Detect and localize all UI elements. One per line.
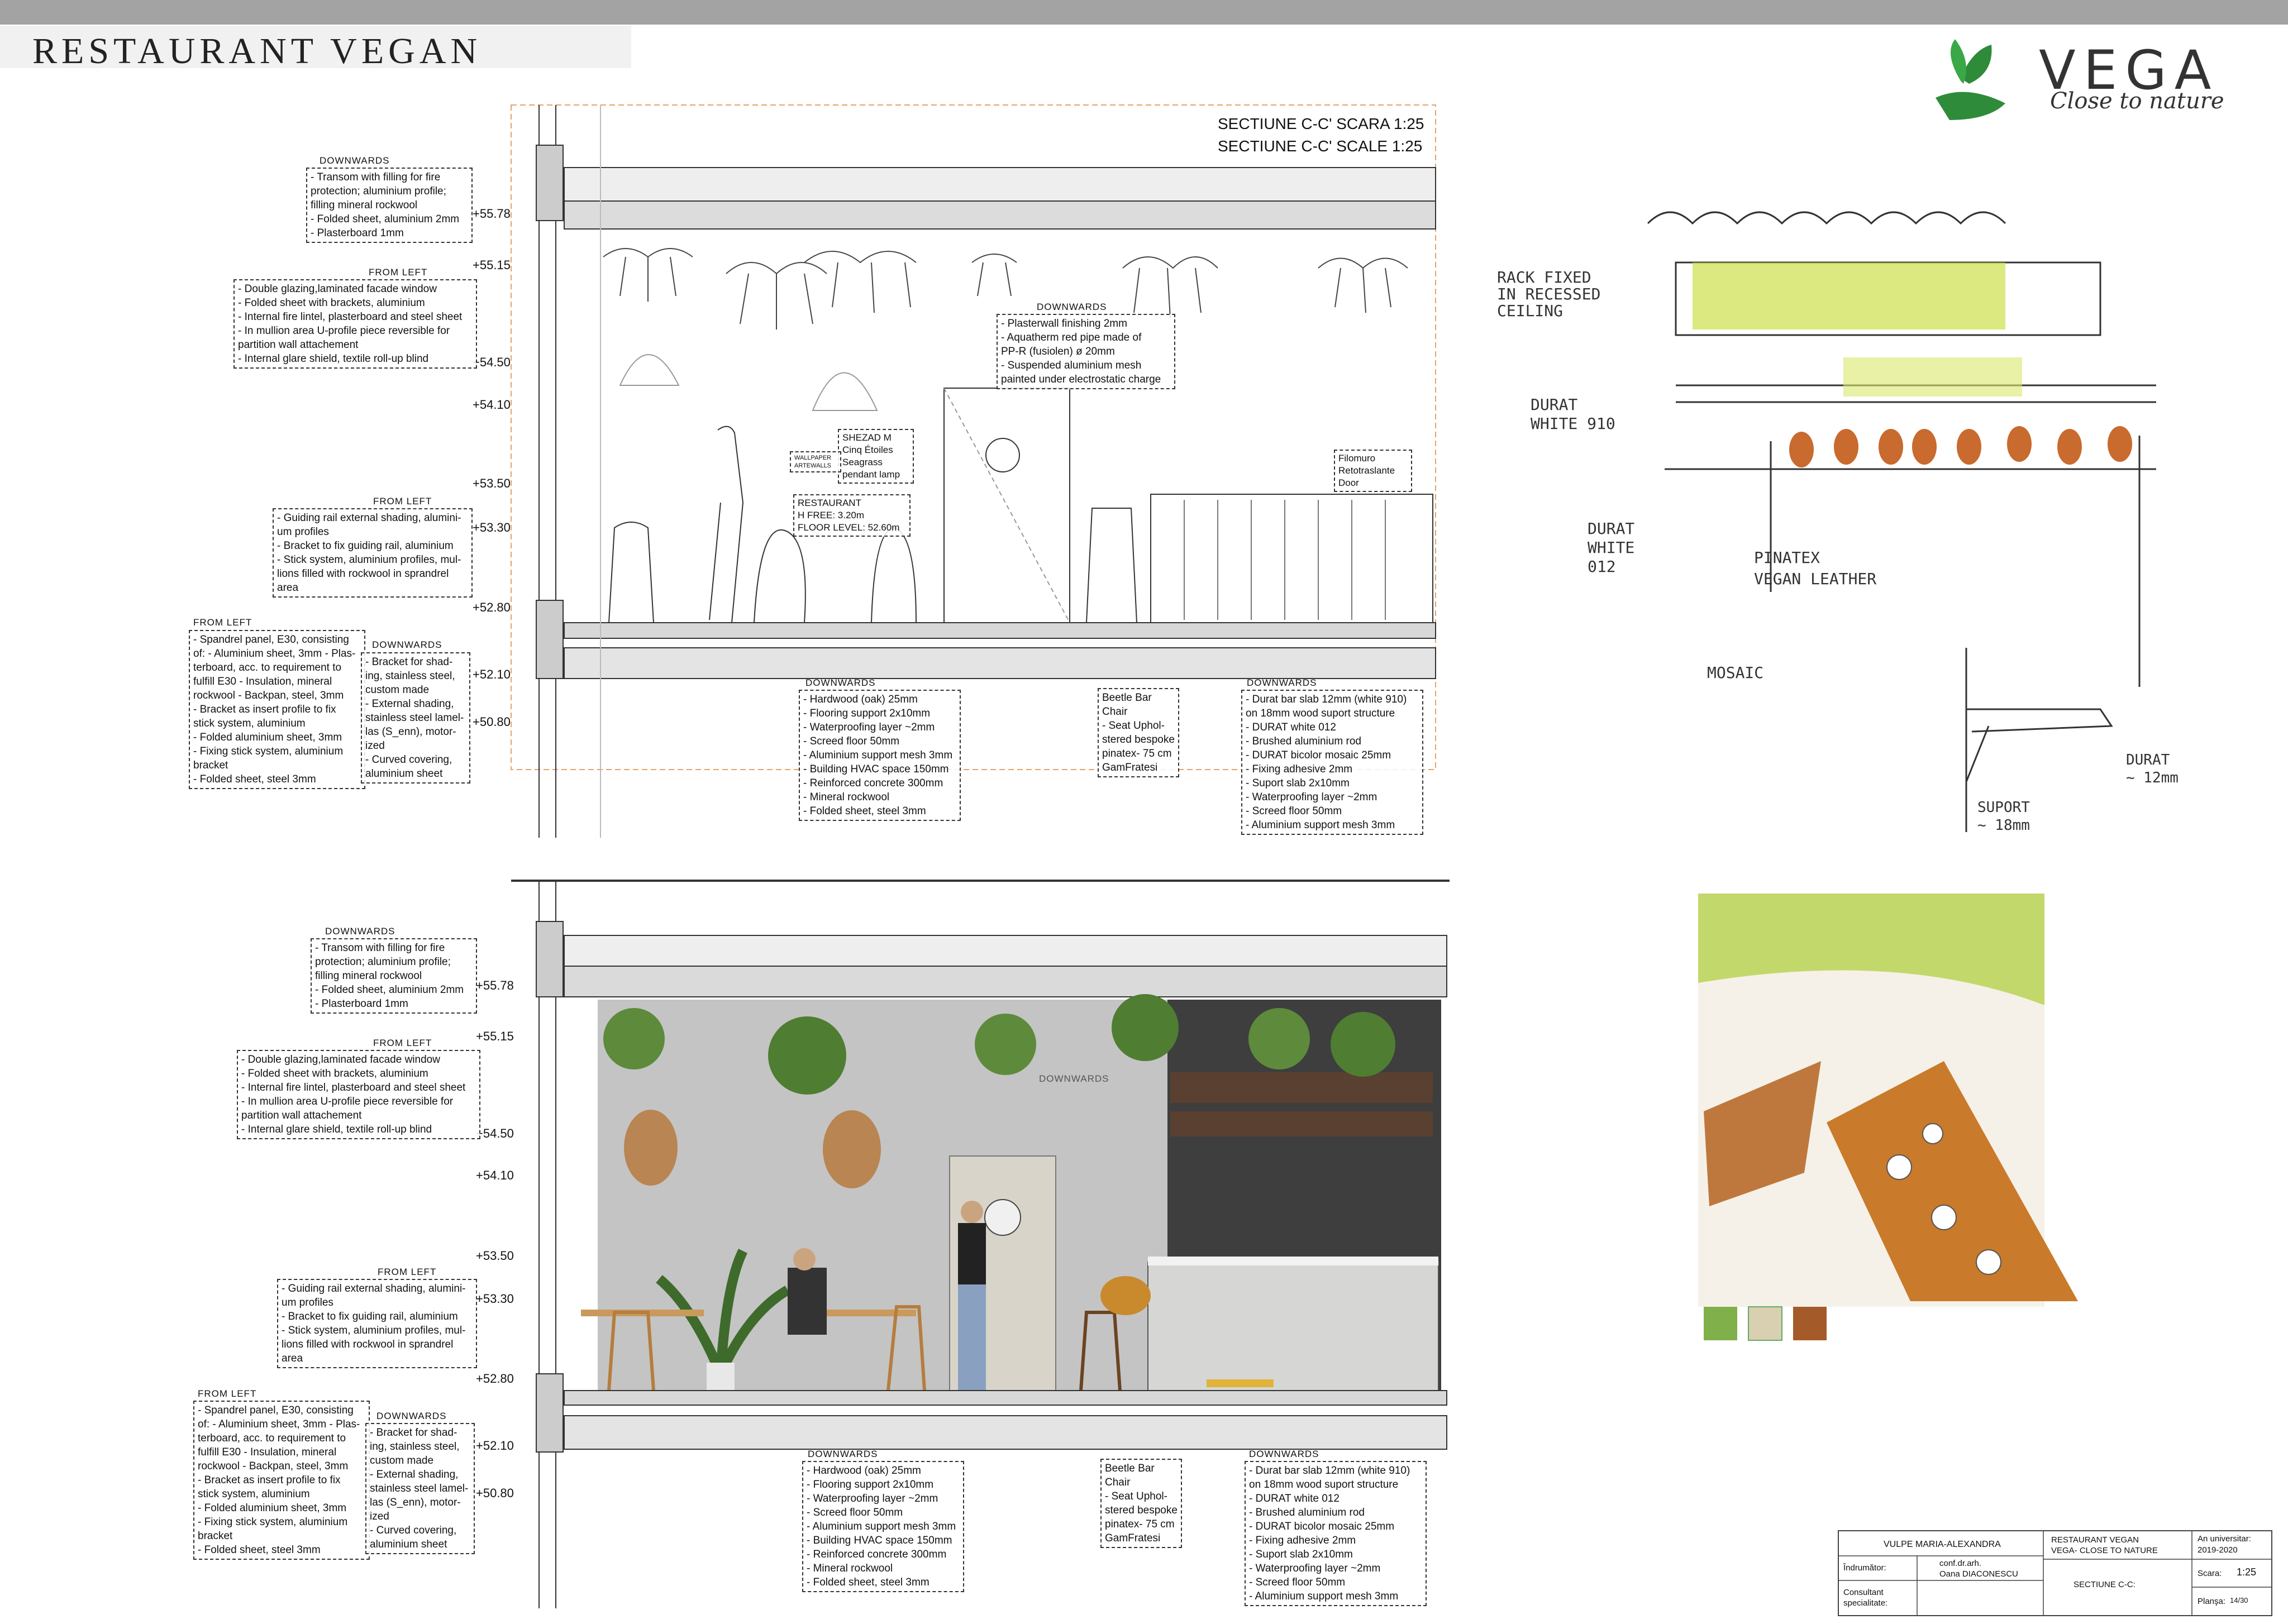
sketch-stools (1789, 426, 2132, 467)
plate-value: 14/30 (2230, 1596, 2248, 1604)
elevation-label: +52.80 (473, 600, 511, 614)
note-caption: FROM LEFT (373, 496, 432, 507)
sheet-name: SECTIUNE C-C: (2074, 1580, 2136, 1589)
elevation-label: +53.50 (476, 1249, 514, 1263)
note-caption: FROM LEFT (369, 267, 428, 278)
scale-value: 1:25 (2237, 1566, 2257, 1578)
note-caption: FROM LEFT (378, 1267, 437, 1277)
note-door: Filomuro Retotraslante Door (1334, 450, 1412, 492)
elevation-label: +54.50 (476, 1126, 514, 1140)
note-transom: - Transom with filling for fire protecti… (311, 938, 477, 1014)
note-guiding-rail: - Guiding rail external shading, alumini… (273, 508, 473, 598)
sketch-label: PINATEX VEGAN LEATHER (1754, 548, 1877, 588)
note-caption: DOWNWARDS (805, 677, 876, 688)
plate-label: Planşa: (2198, 1597, 2226, 1606)
sketch-label: RACK FIXED IN RECESSED CEILING (1497, 268, 1601, 320)
note-restaurant: RESTAURANT H FREE: 3.20m FLOOR LEVEL: 52… (793, 494, 911, 537)
note-caption: DOWNWARDS (1039, 1073, 1109, 1084)
note-floor: - Hardwood (oak) 25mm - Flooring support… (802, 1461, 964, 1592)
sketch-label: DURAT ~ 12mm (2126, 752, 2179, 786)
sketch-label: DURAT WHITE 910 (1531, 395, 1615, 433)
note-wallpaper: WALLPAPER ARTEWALLS (790, 451, 841, 472)
note-caption: DOWNWARDS (808, 1449, 878, 1459)
sketch-greenery (1693, 262, 2022, 397)
note-glazing: - Double glazing,laminated facade window… (233, 279, 477, 369)
logo-tagline: Close to nature (2050, 88, 2224, 114)
top-plants (603, 248, 1408, 329)
note-floor: - Hardwood (oak) 25mm - Flooring support… (799, 690, 961, 821)
note-caption: DOWNWARDS (376, 1411, 447, 1421)
scale-title: SECTIUNE C-C' SCARA 1:25 SECTIUNE C-C' S… (1218, 113, 1424, 157)
elevation-label: +55.78 (473, 207, 511, 221)
bottom-section-render (511, 880, 1450, 1608)
note-bracket: - Bracket for shad- ing, stainless steel… (365, 1423, 475, 1554)
title-block: VULPE MARIA-ALEXANDRA Îndrumător: conf.d… (1838, 1530, 2272, 1616)
note-guiding-rail: - Guiding rail external shading, alumini… (277, 1279, 477, 1368)
note-transom: - Transom with filling for fire protecti… (306, 168, 473, 243)
note-lamp: SHEZAD M Cinq Étoiles Seagrass pendant l… (838, 429, 914, 484)
elevation-label: +55.15 (476, 1029, 514, 1043)
project-name: RESTAURANT VEGAN VEGA- CLOSE TO NATURE (2051, 1535, 2158, 1555)
sketch-label: SUPORT ~ 18mm (1977, 799, 2030, 834)
scale-line-ro: SECTIUNE C-C' SCARA 1:25 (1218, 115, 1424, 132)
sketch-label: DURAT WHITE 012 (1588, 519, 1635, 576)
note-glazing: - Double glazing,laminated facade window… (237, 1050, 480, 1139)
note-caption: FROM LEFT (193, 617, 252, 628)
elevation-label: +50.80 (476, 1486, 514, 1500)
note-caption: DOWNWARDS (372, 639, 442, 650)
note-caption: FROM LEFT (198, 1388, 257, 1399)
student-name: VULPE MARIA-ALEXANDRA (1884, 1540, 2001, 1549)
elevation-label: +53.30 (476, 1292, 514, 1306)
elevation-label: +52.10 (476, 1439, 514, 1453)
note-ceiling: - Plasterwall finishing 2mm - Aquatherm … (997, 314, 1175, 389)
elevation-label: +54.50 (473, 355, 511, 369)
elevation-label: +55.15 (473, 258, 511, 272)
note-bar: - Durat bar slab 12mm (white 910) on 18m… (1241, 690, 1423, 835)
consultant-label: Consultant specialitate: (1843, 1588, 1888, 1608)
note-caption: DOWNWARDS (1249, 1449, 1319, 1459)
perspective-sketch (1698, 894, 2078, 1341)
note-bar-chair: Beetle Bar Chair - Seat Uphol- stered be… (1098, 688, 1179, 777)
note-caption: DOWNWARDS (1037, 302, 1107, 312)
note-bar: - Durat bar slab 12mm (white 910) on 18m… (1245, 1461, 1427, 1606)
elevation-label: +50.80 (473, 715, 511, 729)
note-bar-chair: Beetle Bar Chair - Seat Uphol- stered be… (1100, 1459, 1182, 1548)
scale-line-en: SECTIUNE C-C' SCALE 1:25 (1218, 137, 1423, 155)
sketch-label: MOSAIC (1707, 663, 1764, 682)
top-bar (0, 0, 2288, 25)
note-spandrel: - Spandrel panel, E30, consisting of: - … (193, 1401, 370, 1560)
page-title: RESTAURANT VEGAN (32, 31, 482, 71)
note-spandrel: - Spandrel panel, E30, consisting of: - … (189, 630, 365, 789)
elevation-label: +53.50 (473, 476, 511, 490)
logo-mark (1936, 39, 2005, 120)
elevation-label: +52.80 (476, 1372, 514, 1386)
year-value: 2019-2020 (2198, 1545, 2238, 1555)
note-bracket: - Bracket for shad- ing, stainless steel… (361, 652, 470, 784)
note-caption: DOWNWARDS (320, 155, 390, 166)
elevation-label: +53.30 (473, 520, 511, 534)
logo-brand: VEGA (2039, 39, 2219, 102)
elevation-label: +55.78 (476, 978, 514, 992)
tutor-label: Îndrumător: (1843, 1563, 1886, 1573)
elevation-label: +52.10 (473, 667, 511, 681)
elevation-label: +54.10 (473, 398, 511, 412)
note-caption: DOWNWARDS (1247, 677, 1317, 688)
tutor-name: conf.dr.arh. Oana DIACONESCU (1939, 1559, 2018, 1579)
title-box (0, 26, 631, 68)
note-caption: DOWNWARDS (325, 926, 395, 937)
note-caption: FROM LEFT (373, 1038, 432, 1048)
year-label: An universitar: (2198, 1534, 2251, 1544)
top-section-drawing (511, 104, 1436, 838)
scale-label: Scara: (2198, 1569, 2222, 1578)
elevation-label: +54.10 (476, 1168, 514, 1182)
